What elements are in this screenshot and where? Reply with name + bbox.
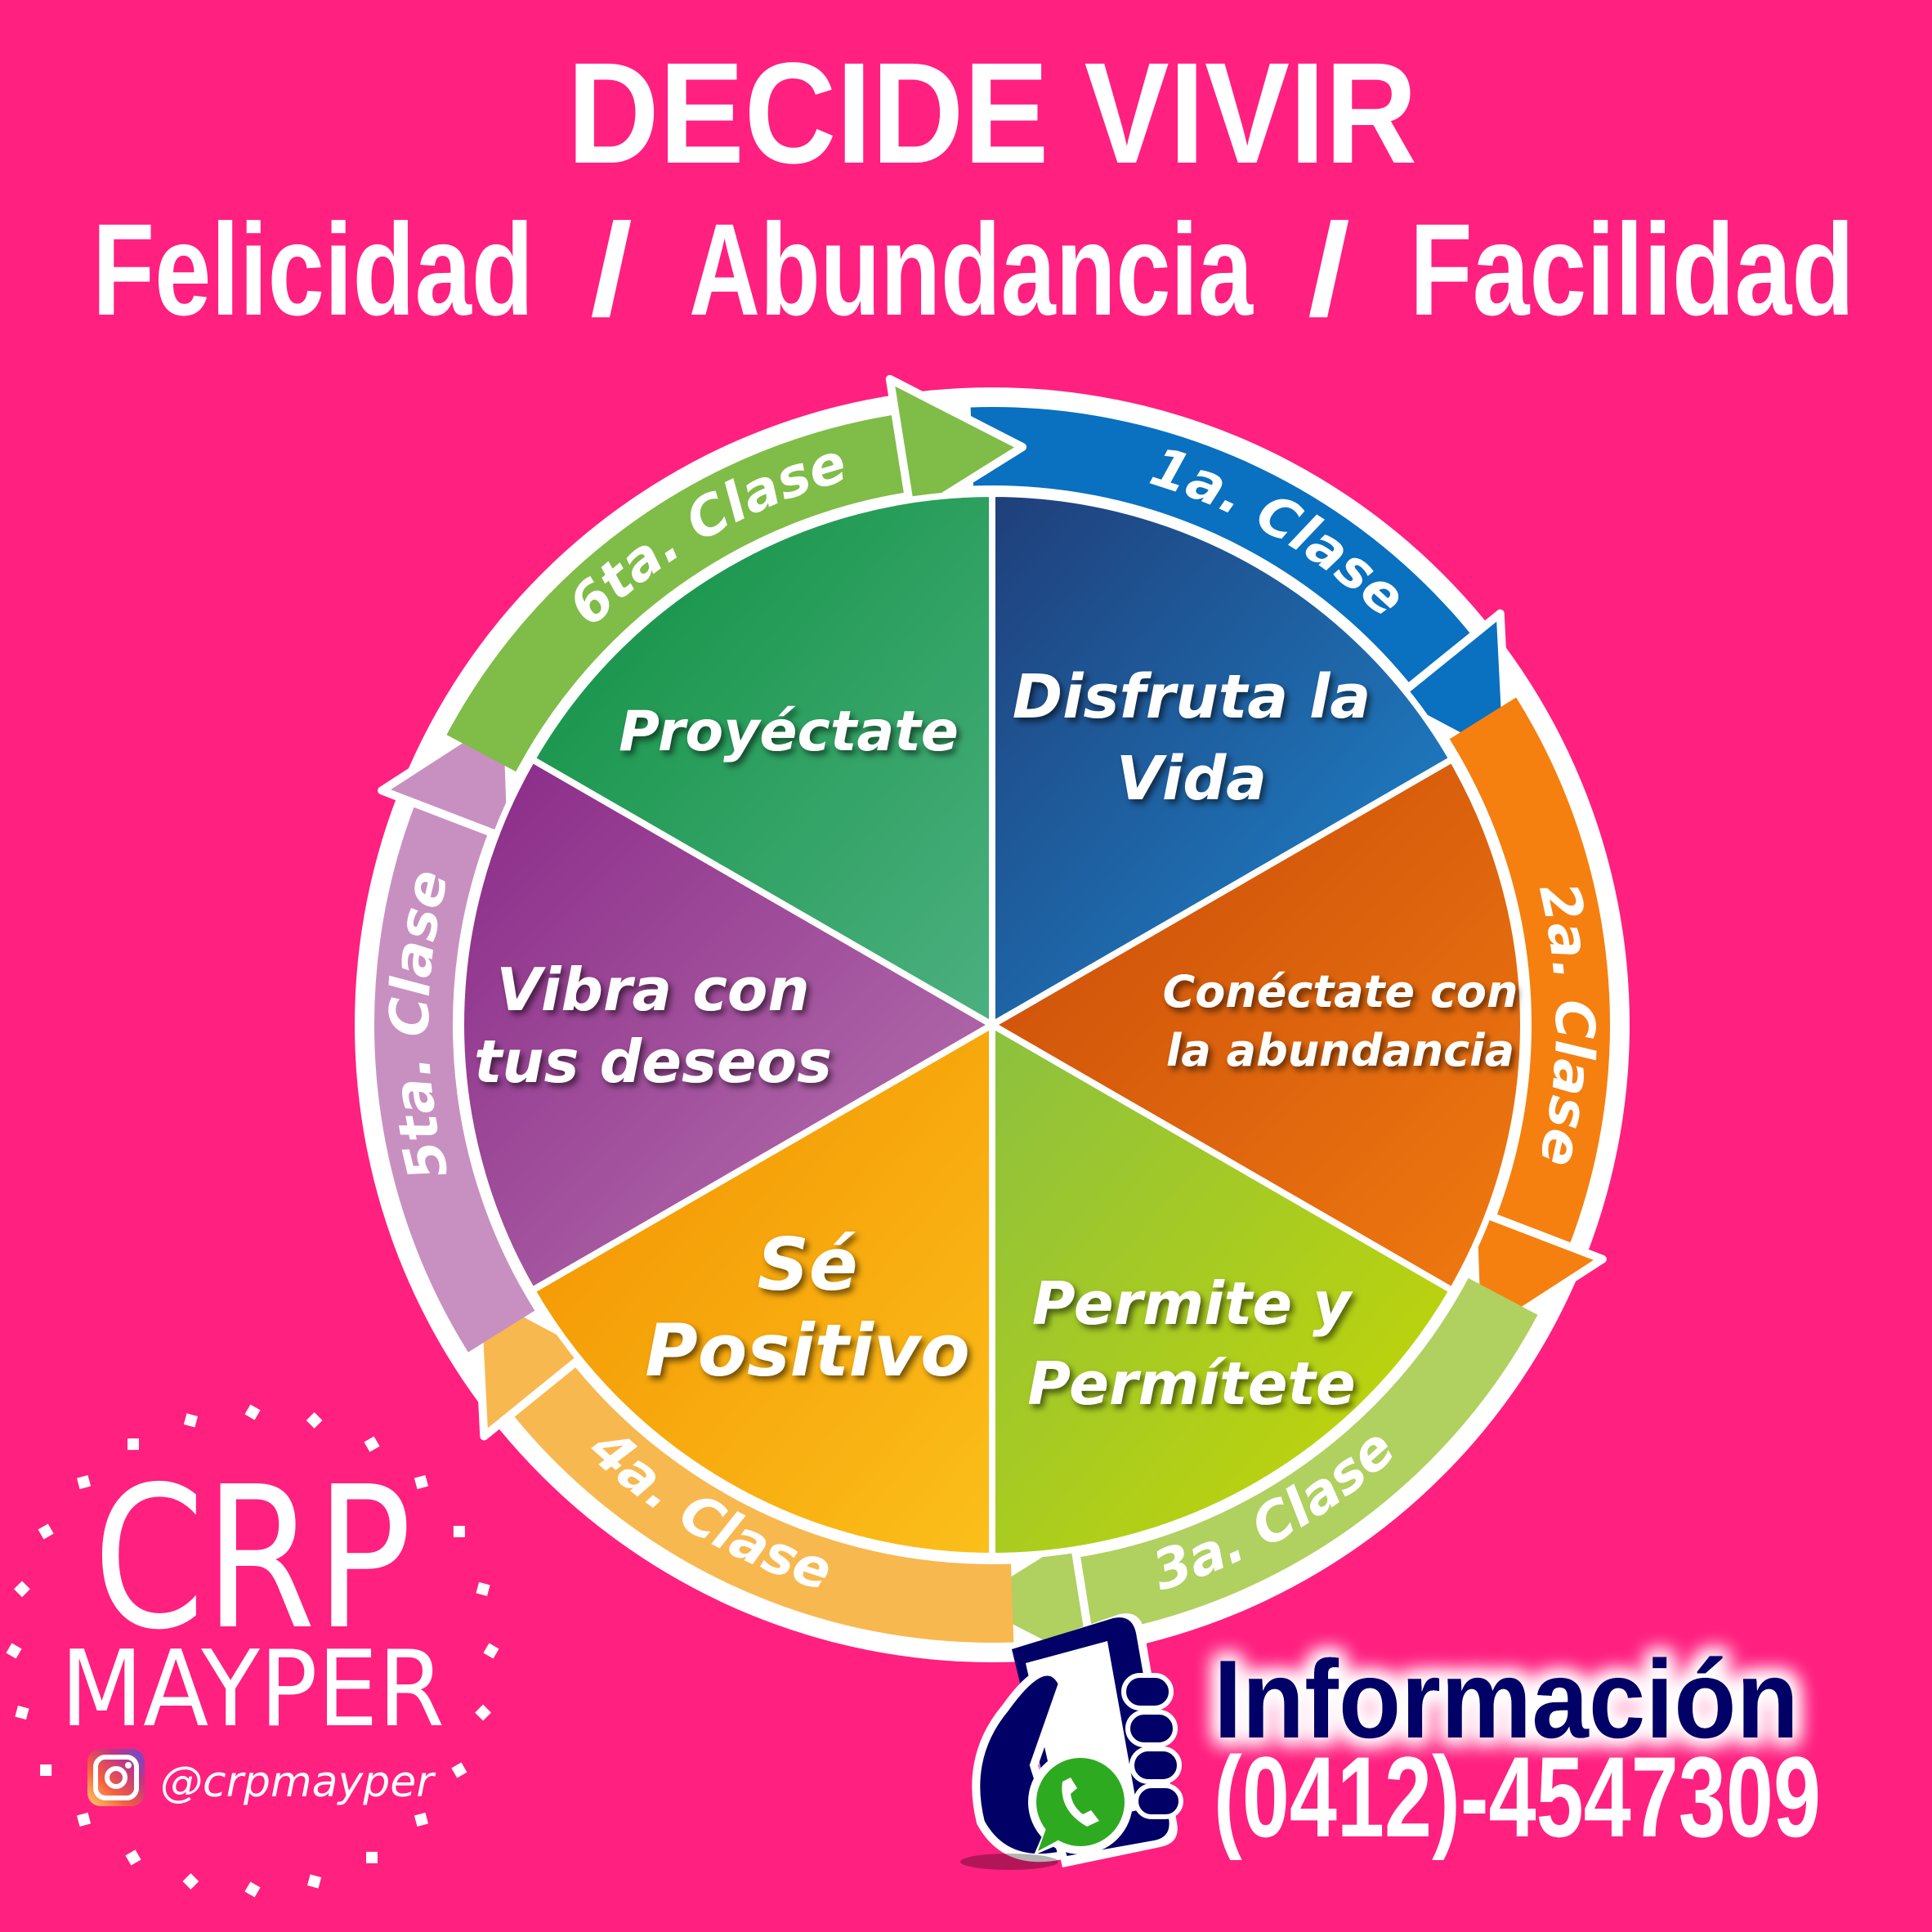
wedge-6 xyxy=(527,490,995,1031)
wedge-text: Vibra con xyxy=(496,955,809,1024)
wedge-text: Positivo xyxy=(645,1308,970,1393)
wedge-4 xyxy=(527,1019,995,1560)
logo-dot xyxy=(183,1413,198,1428)
subtitle-separator: / xyxy=(590,196,633,342)
logo-dot xyxy=(15,1706,29,1720)
wedge-text: tus deseos xyxy=(474,1027,832,1096)
subtitle: Felicidad / Abundancia / Facilidad xyxy=(92,196,1854,342)
logo-dot xyxy=(38,1523,54,1540)
logo-dot xyxy=(127,1438,139,1451)
subtitle-felicidad: Felicidad xyxy=(92,196,534,342)
logo-dot xyxy=(76,1474,92,1490)
logo-dot xyxy=(483,1643,499,1659)
ring-arc-3 xyxy=(1076,1277,1538,1635)
wedge-text: Permite y xyxy=(1032,1269,1353,1338)
crp-mayper-logo: CRP MAYPER @crpmayper xyxy=(6,1404,499,1898)
logo-dot xyxy=(182,1873,199,1890)
instagram-handle[interactable]: @crpmayper xyxy=(160,1758,436,1807)
subtitle-facilidad: Facilidad xyxy=(1410,196,1854,342)
subtitle-abundancia: Abundancia xyxy=(689,196,1254,342)
wedge-3 xyxy=(989,1019,1457,1560)
ring-arc-2 xyxy=(1449,697,1610,1246)
logo-dot xyxy=(366,1851,378,1863)
wedge-5 xyxy=(458,754,1000,1295)
logo-dot xyxy=(364,1436,380,1452)
wedge-text: Vida xyxy=(1116,744,1267,814)
ring-arrow-6 xyxy=(885,374,1027,521)
logo-text-mayper: MAYPER xyxy=(60,1629,445,1751)
logo-dot-ring xyxy=(6,1404,499,1898)
logo-dot xyxy=(306,1412,323,1429)
wedge-text: Proyéctate xyxy=(619,700,959,764)
logo-dot xyxy=(125,1849,141,1866)
ring-arc-1 xyxy=(970,407,1473,686)
page-title: DECIDE VIVIR xyxy=(567,34,1417,194)
wedge-label-2: Conéctate con la abundancia xyxy=(1163,966,1518,1076)
ring-arc-5 xyxy=(374,803,535,1353)
wedge-text: Disfruta la xyxy=(1013,662,1371,732)
wedge-label-1: Disfruta la Vida xyxy=(1013,662,1371,814)
instagram-icon[interactable] xyxy=(87,1749,145,1806)
ring-arc-4 xyxy=(512,1364,1014,1643)
info-label: Información xyxy=(1214,1637,1799,1761)
wedge-1 xyxy=(989,490,1457,1031)
logo-dot xyxy=(244,1881,261,1898)
logo-dot xyxy=(76,1812,92,1827)
logo-dot xyxy=(6,1643,22,1659)
wedge-text: Conéctate con xyxy=(1163,966,1518,1017)
wedge-label-3: Permite y Permítete xyxy=(1027,1269,1355,1418)
logo-dot xyxy=(14,1581,30,1598)
logo-dot xyxy=(307,1874,322,1889)
logo-text-crp: CRP xyxy=(93,1444,412,1673)
logo-dot xyxy=(414,1812,429,1827)
subtitle-separator: / xyxy=(1308,196,1350,342)
logo-dot xyxy=(40,1764,52,1776)
logo-dot xyxy=(244,1404,261,1420)
whatsapp-icon[interactable] xyxy=(960,1750,1133,1870)
wedge-text: Sé xyxy=(757,1223,857,1307)
wedge-text: la abundancia xyxy=(1166,1025,1514,1076)
phone-number[interactable]: (0412)-4547309 xyxy=(1214,1733,1821,1861)
wedge-label-5: Vibra con tus deseos xyxy=(474,955,832,1096)
logo-dot xyxy=(451,1762,467,1778)
ring-arc-6 xyxy=(446,414,908,772)
logo-dot xyxy=(475,1704,491,1721)
wedge-text: Permítete xyxy=(1027,1349,1355,1418)
logo-dot xyxy=(476,1581,490,1596)
wedge-label-6: Proyéctate xyxy=(619,700,959,764)
logo-dot xyxy=(414,1474,429,1490)
wedge-label-4: Sé Positivo xyxy=(645,1223,970,1393)
wedge-2 xyxy=(985,754,1527,1295)
logo-dot xyxy=(453,1526,465,1537)
